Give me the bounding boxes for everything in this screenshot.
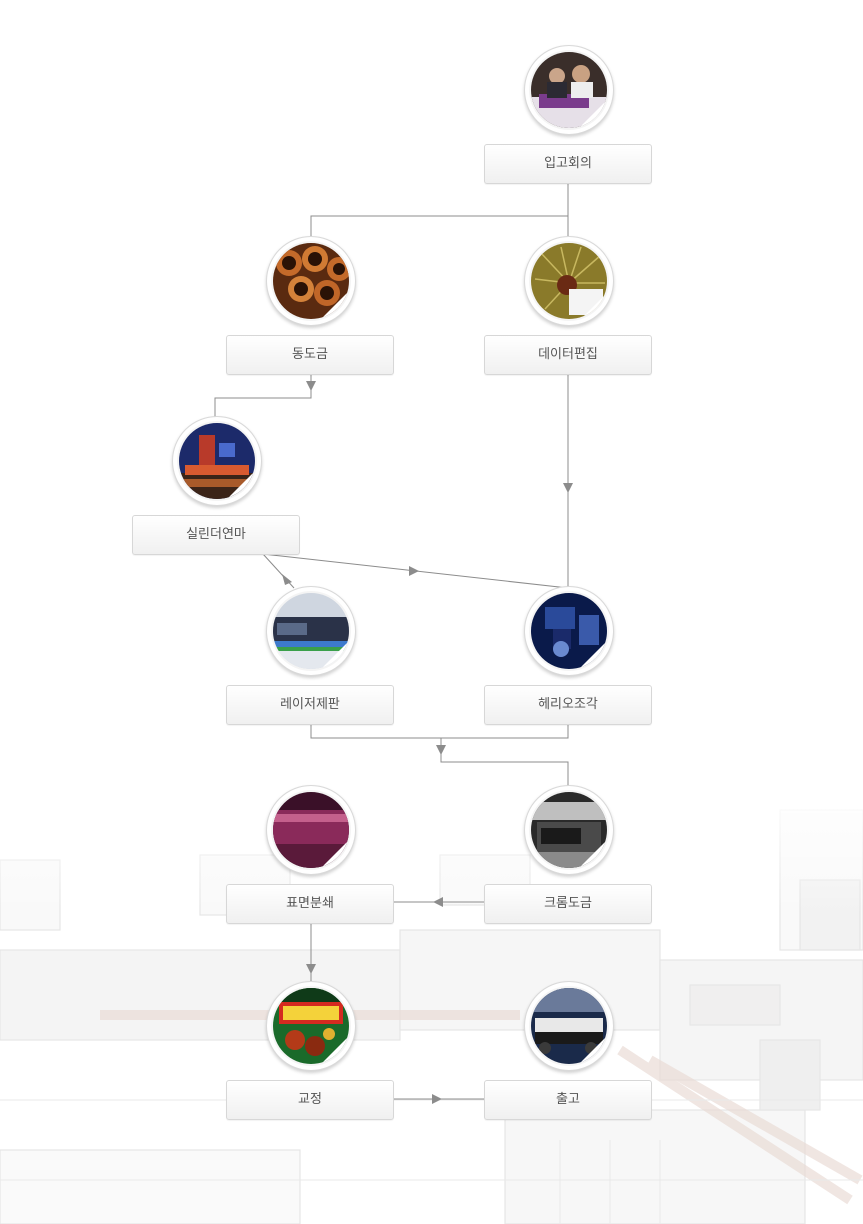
step-label: 데이터편집 — [484, 335, 652, 375]
copper-pipes-icon — [266, 236, 356, 326]
arrow-down-icon — [436, 745, 446, 755]
step-label: 레이저제판 — [226, 685, 394, 725]
chestnut-design-icon — [524, 236, 614, 326]
step-label: 실린더연마 — [132, 515, 300, 555]
arrow-left-icon — [433, 897, 443, 907]
connector-copper-to-polishing — [214, 374, 312, 421]
step-proofing: 교정 — [226, 981, 394, 1120]
step-intake-meeting: 입고회의 — [484, 45, 652, 184]
step-helio-engraving: 헤리오조각 — [484, 586, 652, 725]
helio-engraver-icon — [524, 586, 614, 676]
meeting-photo-icon — [524, 45, 614, 135]
step-label: 출고 — [484, 1080, 652, 1120]
step-laser-engraving: 레이저제판 — [226, 586, 394, 725]
step-label: 크롬도금 — [484, 884, 652, 924]
step-data-editing: 데이터편집 — [484, 236, 652, 375]
polishing-machine-icon — [172, 416, 262, 506]
arrow-down-icon — [282, 574, 292, 585]
step-surface-spraying: 표면분쇄 — [226, 785, 394, 924]
connector-laser-helio-merge — [310, 724, 569, 739]
step-label: 헤리오조각 — [484, 685, 652, 725]
connector-merge-to-chrome — [440, 738, 569, 790]
step-label: 동도금 — [226, 335, 394, 375]
step-copper-plating: 동도금 — [226, 236, 394, 375]
shipping-cylinder-icon — [524, 981, 614, 1071]
arrow-down-icon — [306, 381, 316, 391]
step-chrome-plating: 크롬도금 — [484, 785, 652, 924]
proof-print-icon — [266, 981, 356, 1071]
step-shipping: 출고 — [484, 981, 652, 1120]
chrome-plating-icon — [524, 785, 614, 875]
arrow-right-icon — [409, 566, 419, 576]
step-label: 입고회의 — [484, 144, 652, 184]
cylinder-roll-icon — [266, 785, 356, 875]
connector-meeting-split — [310, 184, 569, 240]
arrow-down-icon — [563, 483, 573, 493]
step-label: 교정 — [226, 1080, 394, 1120]
step-cylinder-polishing: 실린더연마 — [132, 416, 300, 555]
laser-machine-icon — [266, 586, 356, 676]
step-label: 표면분쇄 — [226, 884, 394, 924]
arrow-down-icon — [306, 964, 316, 974]
arrow-right-icon — [432, 1094, 442, 1104]
